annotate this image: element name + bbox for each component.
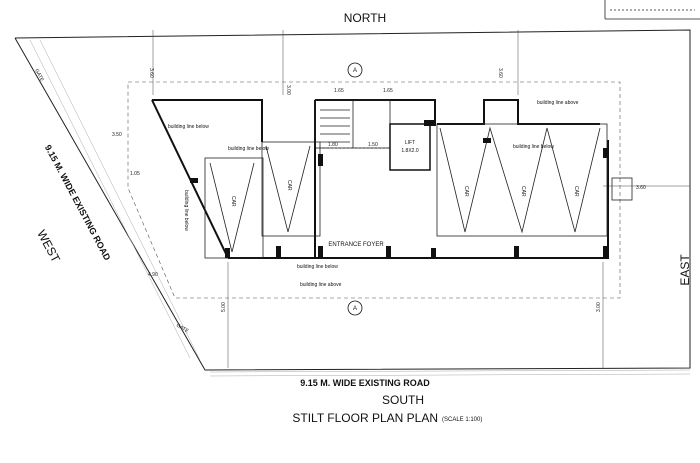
section-marker-top-label: A bbox=[353, 68, 357, 74]
building-line-note-5: building line below bbox=[297, 264, 338, 270]
parking-marker-3: CAR bbox=[463, 186, 469, 197]
building-line-note-6: building line above bbox=[300, 282, 342, 288]
east-label: EAST bbox=[678, 254, 692, 286]
dim-west-diag-mid: 1.05 bbox=[130, 171, 140, 177]
dim-west-diag-top: 3.50 bbox=[112, 132, 122, 138]
lift-box bbox=[389, 123, 431, 171]
section-marker-bottom: A bbox=[347, 300, 363, 316]
west-label: WEST bbox=[34, 228, 63, 266]
dim-stair-a: 1.65 bbox=[334, 88, 344, 94]
drawing-title: STILT FLOOR PLAN PLAN bbox=[292, 411, 438, 425]
dim-west-diag-bottom: 4.90 bbox=[148, 272, 158, 278]
dim-north-left: 3.60 bbox=[148, 68, 154, 78]
dim-south-left: 5.00 bbox=[221, 302, 227, 312]
parking-marker-2: CAR bbox=[286, 180, 292, 191]
grid-lines bbox=[152, 30, 690, 368]
dim-east: 3.60 bbox=[636, 185, 646, 191]
site-boundary bbox=[14, 29, 691, 371]
road-hatch bbox=[29, 39, 691, 377]
parking-marker-5: CAR bbox=[573, 186, 579, 197]
parking-marker-4: CAR bbox=[520, 186, 526, 197]
dim-top-mid: 3.00 bbox=[285, 85, 291, 95]
columns bbox=[190, 120, 609, 258]
stair-block bbox=[314, 99, 391, 149]
dim-stair-b: 1.65 bbox=[383, 88, 393, 94]
lift-label: LIFT bbox=[405, 140, 415, 146]
entrance-foyer-label: ENTRANCE FOYER bbox=[328, 242, 384, 248]
parking-markers: CAR CAR CAR CAR CAR bbox=[230, 180, 579, 207]
section-marker-bottom-label: A bbox=[353, 306, 357, 312]
east-step bbox=[611, 177, 633, 201]
building-line-note-3: building line below bbox=[513, 144, 554, 150]
section-marker-top: A bbox=[347, 62, 363, 78]
setback-line bbox=[127, 81, 621, 299]
parking-bays bbox=[204, 123, 608, 259]
building-line-note-1: building line below bbox=[168, 124, 209, 130]
building-line-note-2: building line below bbox=[228, 146, 269, 152]
drawing-scale: (SCALE 1:100) bbox=[442, 417, 482, 423]
south-label: SOUTH bbox=[382, 393, 424, 407]
south-road-label: 9.15 M. WIDE EXISTING ROAD bbox=[300, 378, 430, 388]
dim-north-right: 3.60 bbox=[497, 68, 503, 78]
dim-south-right: 3.00 bbox=[596, 302, 602, 312]
dim-stair-c: 1.80 bbox=[328, 142, 338, 148]
title-block-corner bbox=[604, 0, 700, 20]
building-line-note-4: building line above bbox=[537, 100, 579, 106]
lift-size-label: 1.8X2.0 bbox=[401, 148, 418, 154]
gate-label-west: GATE bbox=[33, 68, 45, 83]
dim-stair-d: 1.50 bbox=[368, 142, 378, 148]
building-line-note-7: building line below bbox=[183, 190, 189, 231]
parking-marker-1: CAR bbox=[230, 196, 236, 207]
north-label: NORTH bbox=[344, 11, 386, 25]
